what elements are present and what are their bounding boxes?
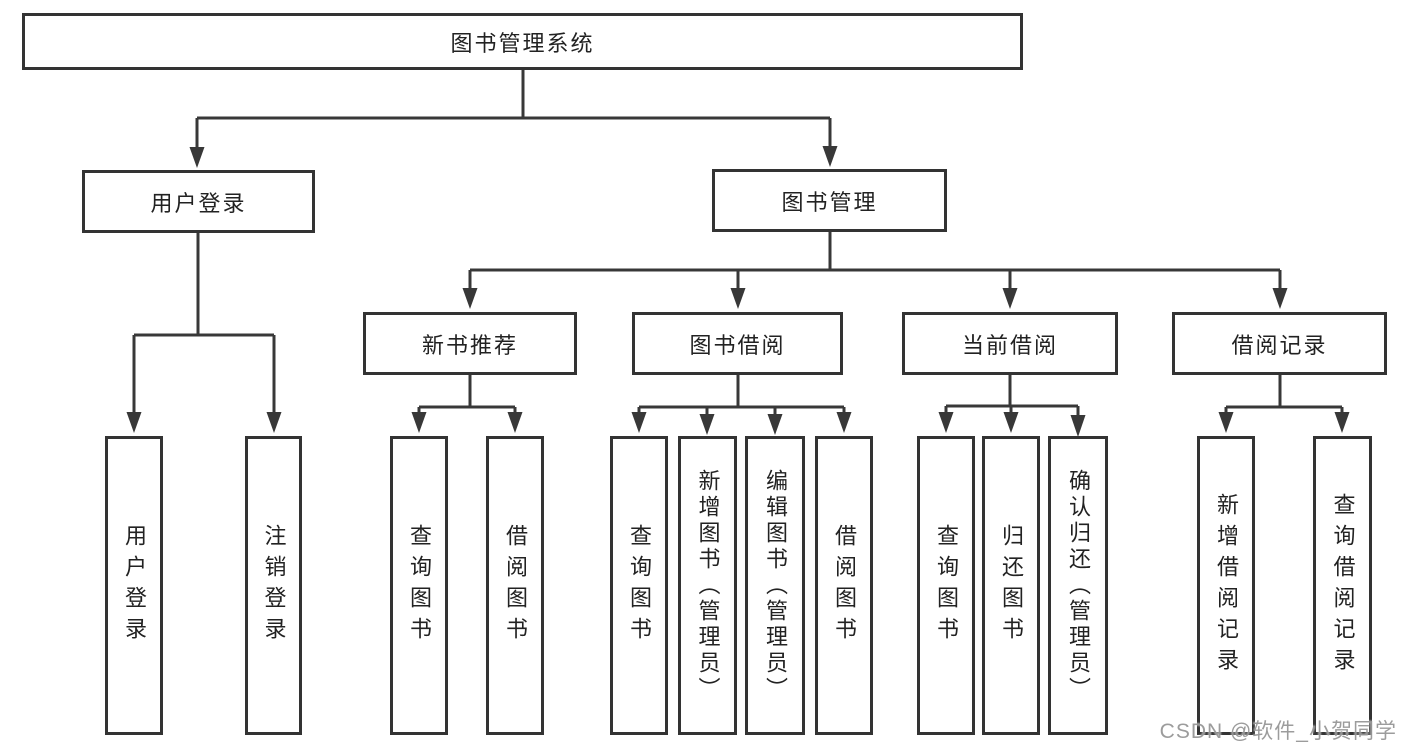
node-book-borrowing-label: 图书借阅 [689, 332, 786, 358]
node-leaf-borrow-books: 借阅图书 [815, 436, 873, 735]
node-leaf-edit-books-admin: 编辑图书（管理员） [745, 436, 805, 735]
node-leaf-add-borrow-record: 新增借阅记录 [1197, 436, 1255, 735]
node-root-label: 图书管理系统 [450, 30, 595, 56]
leaf-label: 编辑图书（管理员） [763, 468, 788, 703]
node-borrowing-records-label: 借阅记录 [1231, 332, 1328, 358]
connector-book-management-children [462, 232, 1288, 309]
node-leaf-borrow-books: 借阅图书 [486, 436, 544, 735]
node-leaf-query-borrow-record: 查询借阅记录 [1313, 436, 1372, 735]
node-current-borrowing: 当前借阅 [902, 312, 1118, 375]
node-user-login-label: 用户登录 [150, 190, 247, 216]
connector-user-login-children [126, 233, 282, 433]
node-user-login: 用户登录 [82, 170, 315, 233]
node-leaf-query-books: 查询图书 [390, 436, 448, 735]
node-leaf-query-books: 查询图书 [917, 436, 975, 735]
node-borrowing-records: 借阅记录 [1172, 312, 1387, 375]
leaf-label: 归还图书 [999, 523, 1024, 648]
connector-new-book-children [411, 375, 523, 433]
node-leaf-add-books-admin: 新增图书（管理员） [678, 436, 737, 735]
node-leaf-query-books: 查询图书 [610, 436, 668, 735]
node-current-borrowing-label: 当前借阅 [961, 332, 1058, 358]
csdn-watermark: CSDN @软件_小贺同学 [1159, 720, 1397, 743]
node-leaf-confirm-return-admin: 确认归还（管理员） [1048, 436, 1108, 735]
leaf-label: 注销登录 [261, 523, 287, 648]
leaf-label: 查询图书 [934, 523, 959, 648]
leaf-label: 用户登录 [122, 523, 147, 648]
node-leaf-logout: 注销登录 [245, 436, 302, 735]
node-root-system: 图书管理系统 [22, 13, 1023, 70]
node-book-management: 图书管理 [712, 169, 947, 232]
leaf-label: 新增借阅记录 [1214, 492, 1239, 679]
leaf-label: 查询借阅记录 [1330, 492, 1356, 679]
node-book-management-label: 图书管理 [781, 189, 878, 215]
node-book-borrowing: 图书借阅 [632, 312, 843, 375]
connector-book-borrowing-children [631, 375, 852, 435]
node-leaf-return-books: 归还图书 [982, 436, 1040, 735]
node-leaf-user-login: 用户登录 [105, 436, 163, 735]
leaf-label: 借阅图书 [503, 523, 528, 648]
leaf-label: 查询图书 [407, 523, 432, 648]
node-new-book-recommend-label: 新书推荐 [421, 332, 518, 358]
node-new-book-recommend: 新书推荐 [363, 312, 577, 375]
leaf-label: 借阅图书 [832, 523, 857, 648]
leaf-label: 新增图书（管理员） [695, 468, 721, 703]
connector-borrowing-records-children [1218, 375, 1350, 433]
connector-current-borrowing-children [938, 375, 1086, 437]
leaf-label: 确认归还（管理员） [1066, 468, 1091, 703]
leaf-label: 查询图书 [627, 523, 652, 648]
connector-root-to-level2 [189, 70, 838, 168]
